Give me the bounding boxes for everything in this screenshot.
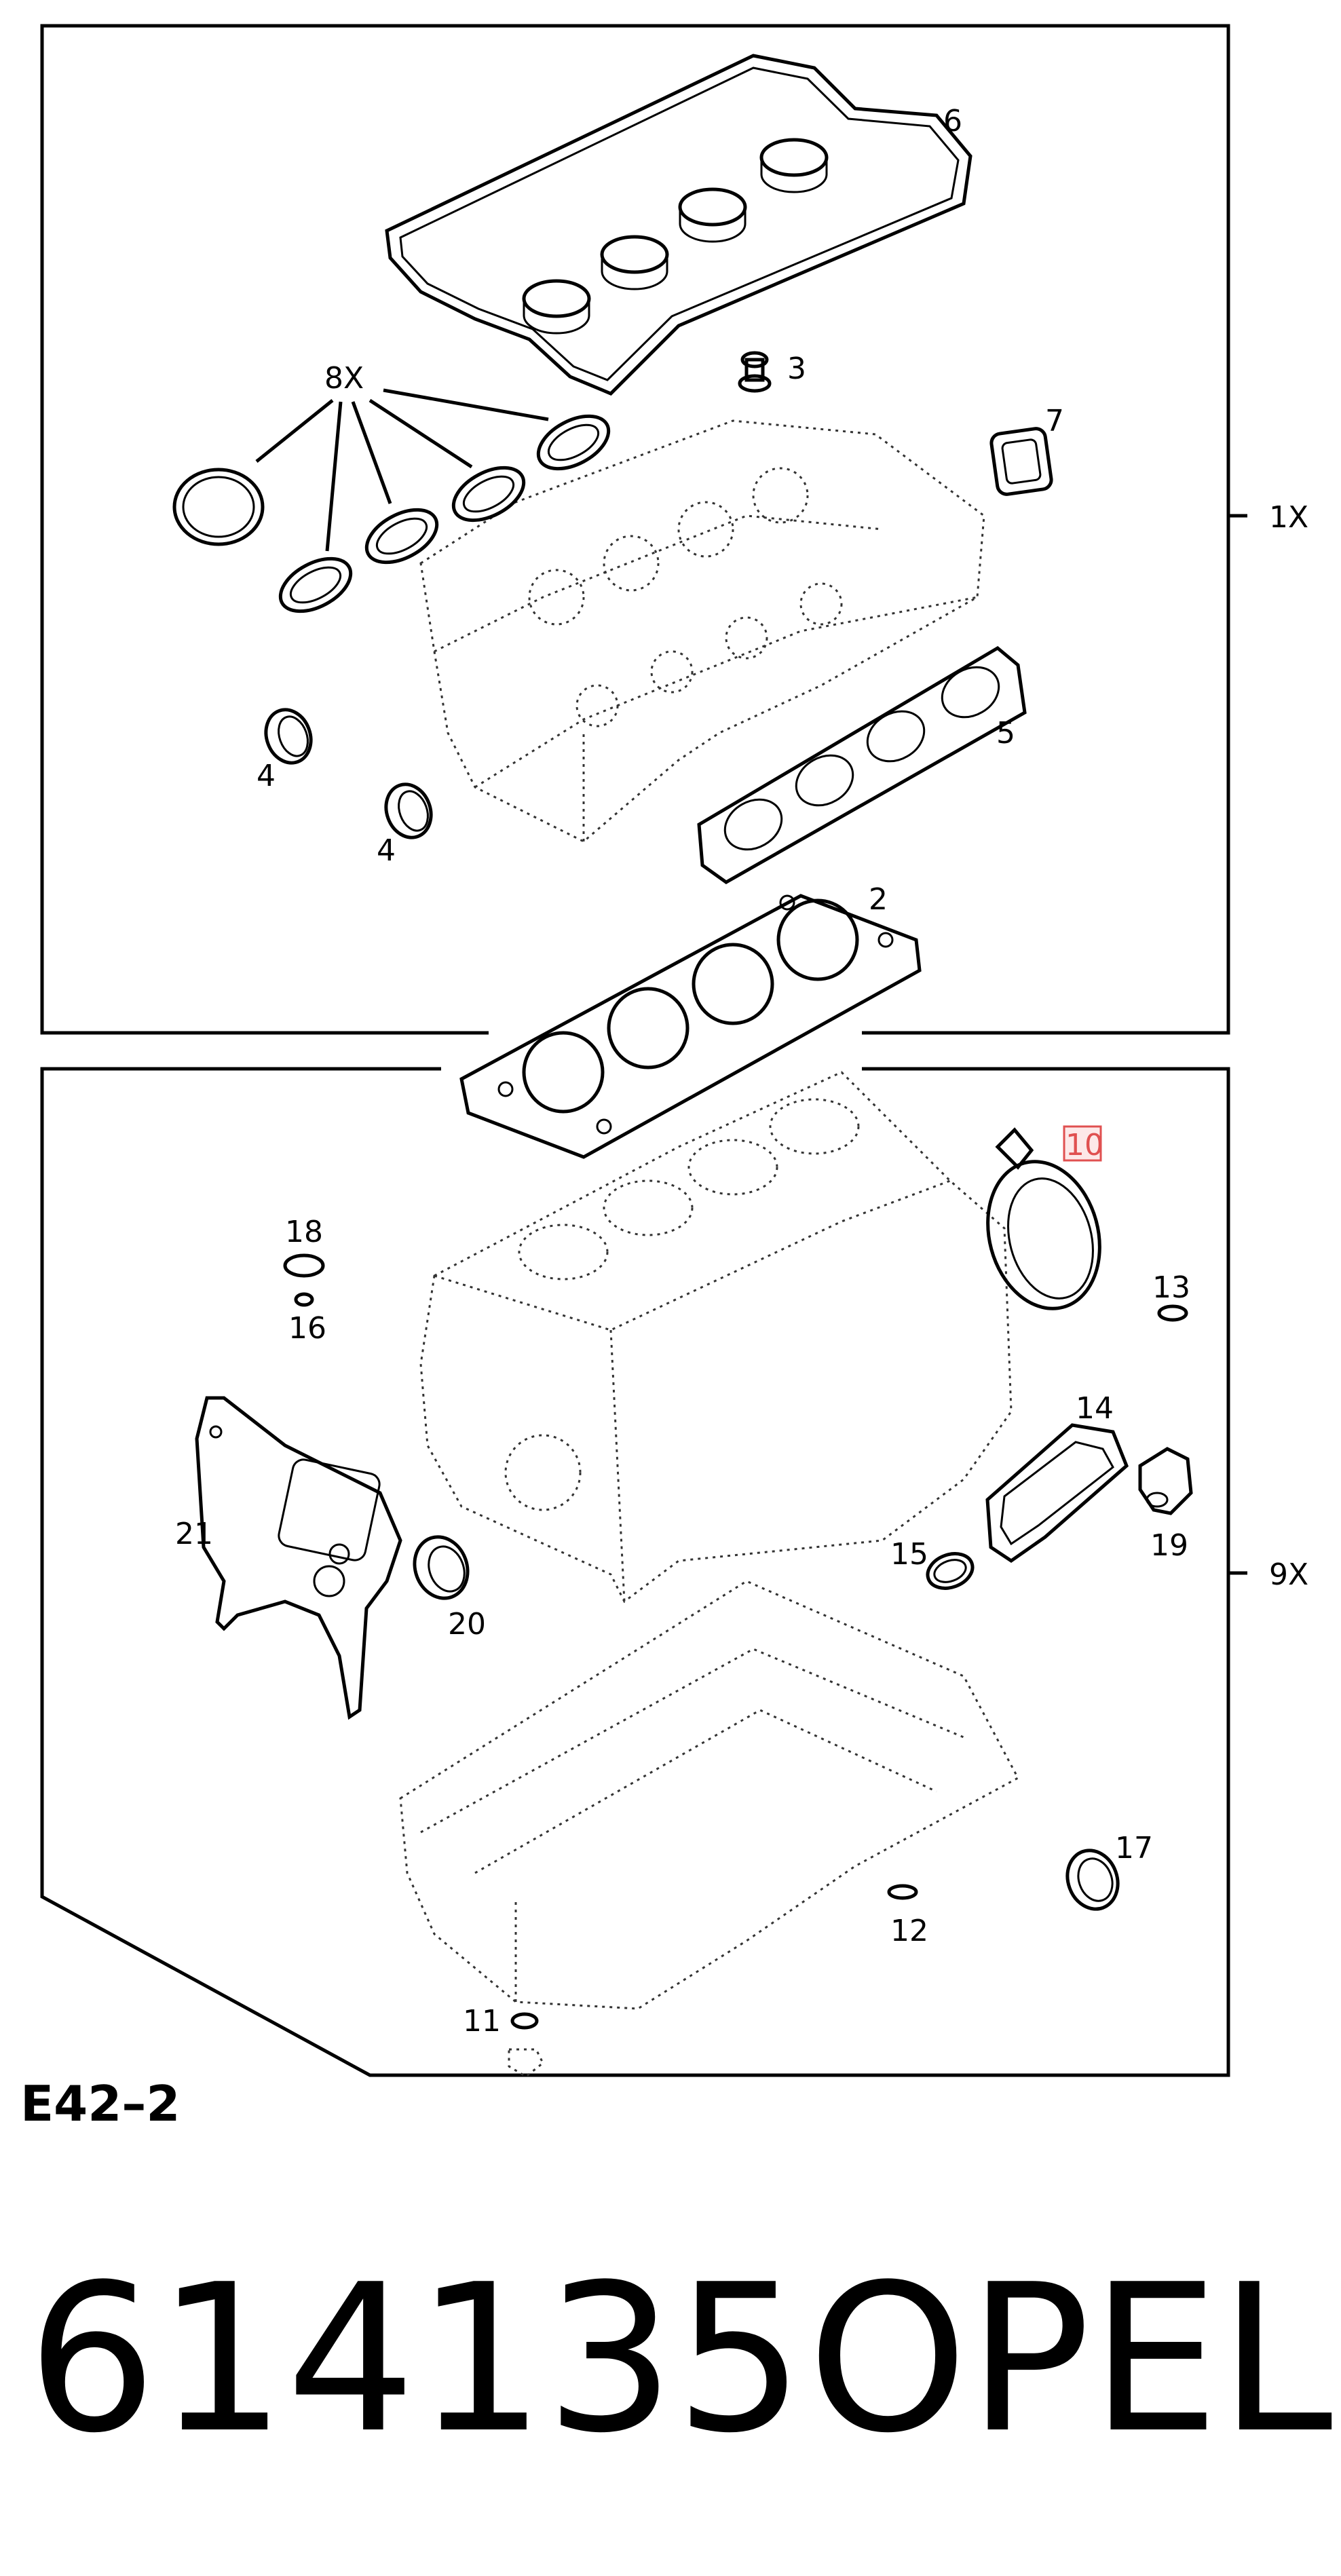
part-19-gasket (1138, 1447, 1193, 1515)
part-20-seal (413, 1535, 470, 1600)
callout-17: 17 (1115, 1831, 1153, 1865)
callout-10: 10 (1065, 1128, 1103, 1162)
part-7-square-seal (989, 427, 1053, 496)
callout-10-highlight (1063, 1125, 1102, 1162)
callout-11: 11 (463, 2004, 501, 2039)
callout-13: 13 (1152, 1270, 1190, 1305)
callout-5: 5 (996, 716, 1015, 751)
upper-frame (40, 24, 1247, 1035)
valve-cover-gasket (385, 54, 972, 396)
part-13-oring (1157, 1304, 1188, 1322)
part-2-head-gasket (459, 894, 922, 1159)
callout-7: 7 (1045, 404, 1064, 438)
oil-pan-outline (399, 1580, 1020, 2010)
callout-18: 18 (285, 1215, 323, 1249)
part-3-plug (738, 351, 772, 393)
lower-frame (40, 1067, 1247, 2077)
diagram-reference: E42–2 (20, 2075, 180, 2132)
callout-8x: 8X (324, 361, 364, 396)
part-15-oring (926, 1552, 975, 1590)
part-11-oring-and-plug (508, 2012, 544, 2078)
brand-name: OPEL (808, 2241, 1334, 2478)
engine-block-outline (419, 1071, 1013, 1604)
leader-lines-8x (255, 388, 549, 552)
part-17-oring (1065, 1849, 1120, 1911)
callout-9x: 9X (1269, 1557, 1308, 1592)
part-21-cover-gasket (195, 1396, 402, 1720)
part-18-16-orings (283, 1253, 325, 1307)
callout-19: 19 (1150, 1528, 1188, 1563)
callout-2: 2 (869, 882, 888, 917)
callout-12: 12 (890, 1914, 928, 1948)
callout-6: 6 (943, 104, 962, 138)
callout-4a: 4 (257, 759, 276, 793)
callout-4b: 4 (377, 833, 396, 868)
callout-20: 20 (448, 1607, 486, 1642)
part-4-seals (264, 708, 433, 839)
part-number: 614135 (27, 2241, 804, 2478)
callout-14: 14 (1076, 1391, 1114, 1426)
part-14-cooler-gasket (985, 1423, 1129, 1564)
callout-15: 15 (890, 1537, 928, 1572)
callout-16: 16 (288, 1311, 326, 1346)
callout-3: 3 (787, 352, 806, 386)
part-10-crank-seal (986, 1127, 1101, 1310)
cylinder-head-outline (419, 419, 985, 843)
callout-1x: 1X (1269, 500, 1308, 535)
part-12-oring (887, 1884, 918, 1900)
part-8x-seals (172, 414, 611, 613)
callout-21: 21 (175, 1517, 213, 1551)
part-5-manifold-gasket (697, 645, 1027, 884)
